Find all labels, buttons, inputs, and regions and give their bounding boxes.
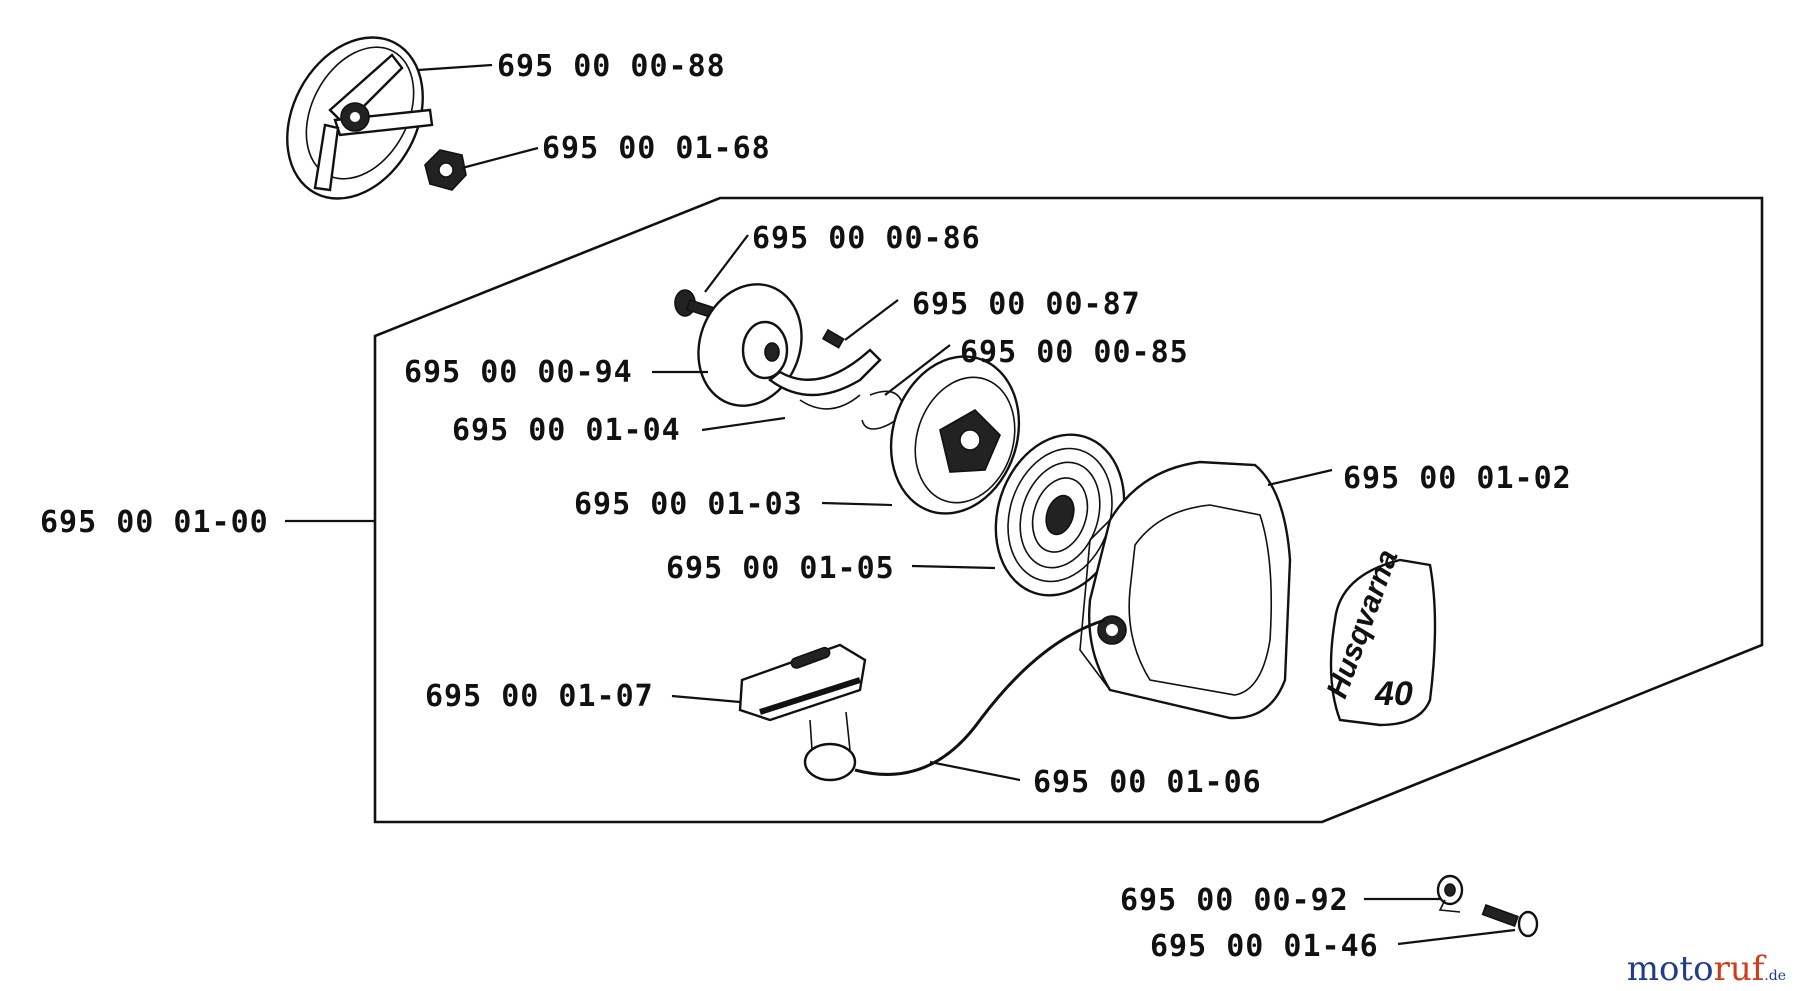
label-695-00-00-87: 695 00 00-87 — [912, 287, 1141, 322]
leader-01-04 — [701, 416, 786, 432]
husqvarna-decal-part: Husqvarna 40 — [1321, 545, 1437, 727]
starter-rope-part — [854, 618, 1106, 776]
leader-01-68 — [461, 146, 539, 170]
label-695-00-01-68: 695 00 01-68 — [542, 131, 771, 166]
pulley-part — [889, 355, 1021, 515]
label-695-00-00-94: 695 00 00-94 — [404, 355, 633, 390]
watermark-part1: moto — [1626, 949, 1714, 989]
washer-part — [697, 283, 803, 407]
leader-01-05 — [911, 564, 996, 570]
label-695-00-00-86: 695 00 00-86 — [752, 221, 981, 256]
label-695-00-01-00: 695 00 01-00 — [40, 505, 269, 540]
label-695-00-01-06: 695 00 01-06 — [1033, 765, 1262, 800]
recoil-spring-part — [994, 433, 1126, 597]
label-695-00-00-92: 695 00 00-92 — [1120, 883, 1349, 918]
leader-01-06 — [929, 760, 1021, 782]
flywheel-part — [286, 36, 434, 200]
label-695-00-01-04: 695 00 01-04 — [452, 413, 681, 448]
watermark-part2: ruf — [1713, 949, 1765, 989]
label-695-00-00-88: 695 00 00-88 — [497, 49, 726, 84]
label-695-00-01-02: 695 00 01-02 — [1343, 461, 1572, 496]
leader-01-07 — [671, 694, 741, 704]
leader-01-02 — [1267, 468, 1333, 487]
assembly-frame — [373, 196, 1764, 824]
starter-housing-part — [1079, 460, 1292, 720]
label-695-00-00-85: 695 00 00-85 — [960, 335, 1189, 370]
bottom-screw-part — [1481, 903, 1539, 938]
cable-clamp-part — [1436, 874, 1464, 913]
decal-model-text: 40 — [1374, 675, 1413, 713]
pawl-part — [768, 348, 882, 410]
motoruf-watermark: motoruf.de — [1627, 949, 1786, 989]
leader-00-85 — [884, 344, 951, 396]
label-695-00-01-05: 695 00 01-05 — [666, 551, 895, 586]
label-695-00-01-46: 695 00 01-46 — [1150, 929, 1379, 964]
small-spring-part — [821, 328, 845, 349]
leader-00-87 — [844, 299, 899, 341]
leader-00-88 — [417, 63, 493, 72]
leader-01-03 — [821, 501, 893, 507]
watermark-suffix: .de — [1764, 968, 1786, 984]
leader-00-86 — [704, 234, 749, 293]
label-695-00-01-03: 695 00 01-03 — [574, 487, 803, 522]
label-695-00-01-07: 695 00 01-07 — [425, 679, 654, 714]
starter-handle-part — [738, 643, 867, 782]
nut-part — [424, 149, 467, 191]
leader-01-46 — [1397, 928, 1516, 946]
